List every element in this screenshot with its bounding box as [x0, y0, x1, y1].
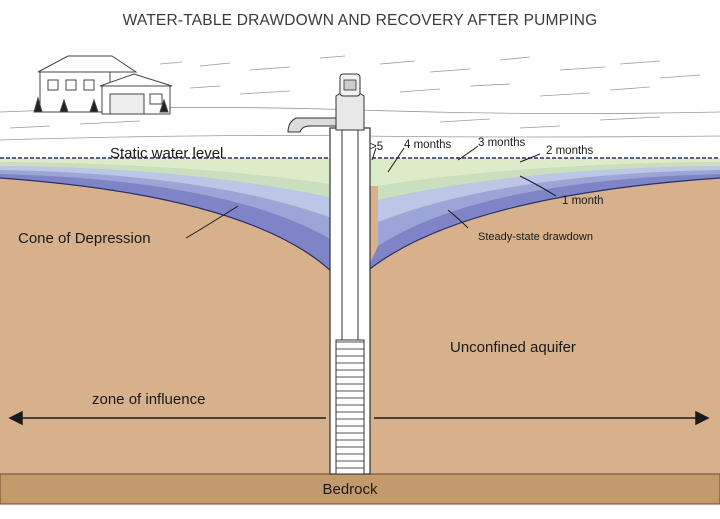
band-one-month: [0, 170, 720, 246]
band-three-months: [0, 162, 720, 200]
pump-head: [335, 90, 365, 131]
two-months-label: 2 months: [546, 145, 594, 157]
bedrock-layer: [0, 473, 720, 505]
band-steady-state: [0, 174, 720, 272]
houses: [33, 55, 173, 115]
zone-of-influence-arrows: [8, 410, 710, 426]
static-water-level-label: Static water level: [110, 145, 223, 162]
gt5-label: >5: [370, 141, 383, 153]
cone-of-depression-label: Cone of Depression: [18, 230, 151, 247]
steady-state-drawdown-curve: [0, 177, 720, 273]
three-months-label: 3 months: [478, 137, 526, 149]
diagram-title: WATER-TABLE DRAWDOWN AND RECOVERY AFTER …: [123, 12, 598, 29]
discharge-pipe: [287, 117, 337, 133]
four-months-label: 4 months: [404, 139, 452, 151]
well: [287, 73, 371, 475]
band-two-months: [0, 166, 720, 222]
steady-state-drawdown-label: Steady-state drawdown: [478, 231, 593, 243]
well-screen: [335, 339, 365, 475]
one-month-label: 1 month: [562, 195, 604, 207]
zone-of-influence-label: zone of influence: [92, 391, 205, 408]
unconfined-aquifer-label: Unconfined aquifer: [450, 339, 576, 356]
leader-lines: [185, 145, 557, 239]
bedrock-label: Bedrock: [322, 481, 378, 498]
